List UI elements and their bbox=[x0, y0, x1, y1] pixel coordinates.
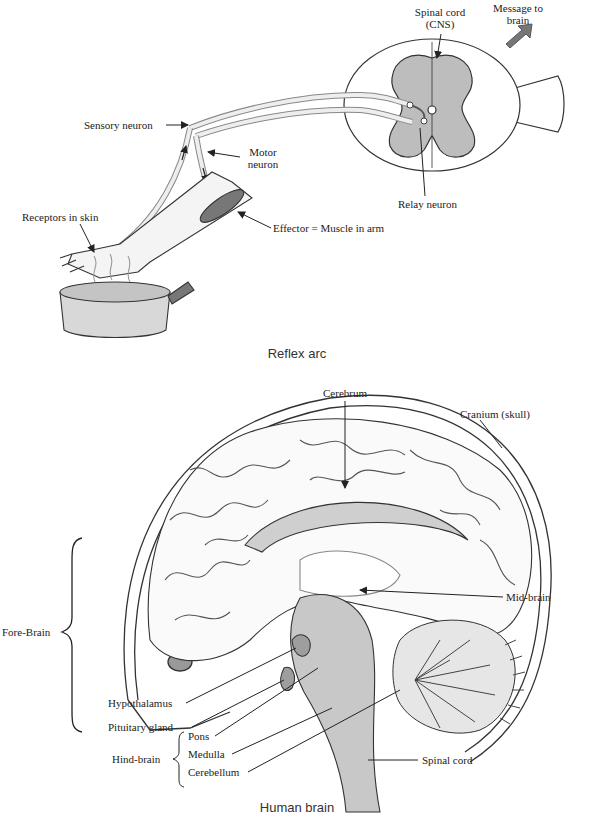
part-label: Mid-brain bbox=[506, 591, 586, 603]
part-label: Relay neuron bbox=[398, 198, 488, 210]
leader-lines bbox=[80, 34, 441, 252]
group-label: Fore-Brain bbox=[2, 626, 62, 638]
part-label: Cranium (skull) bbox=[460, 408, 570, 420]
part-label: Hypothalamus bbox=[108, 697, 188, 709]
part-label: Sensory neuron bbox=[84, 119, 166, 131]
part-label: Cerebrum bbox=[300, 387, 390, 399]
message-arrow bbox=[506, 24, 532, 48]
part-label: Spinal cord bbox=[422, 754, 502, 766]
group-label: Hind-brain bbox=[112, 753, 174, 765]
part-label: Effector = Muscle in arm bbox=[273, 222, 443, 234]
part-label: Motor neuron bbox=[240, 146, 286, 170]
direction-label: Message to brain bbox=[486, 2, 550, 26]
leader-lines bbox=[62, 401, 503, 787]
figure-caption: Human brain bbox=[222, 800, 372, 815]
part-label: Medulla bbox=[188, 748, 238, 760]
part-label: Receptors in skin bbox=[22, 211, 132, 223]
cerebellum bbox=[393, 620, 525, 733]
brain-stem bbox=[281, 595, 380, 812]
hot-pan bbox=[60, 254, 194, 338]
figure-caption: Reflex arc bbox=[222, 346, 372, 361]
arm-drawing bbox=[60, 172, 252, 278]
part-label: Cerebellum bbox=[188, 766, 258, 778]
part-label: Pons bbox=[188, 730, 228, 742]
spinal-cord-section bbox=[344, 39, 564, 171]
structure-label: Spinal cord (CNS) bbox=[408, 6, 472, 30]
part-label: Pituitary gland bbox=[108, 721, 194, 733]
